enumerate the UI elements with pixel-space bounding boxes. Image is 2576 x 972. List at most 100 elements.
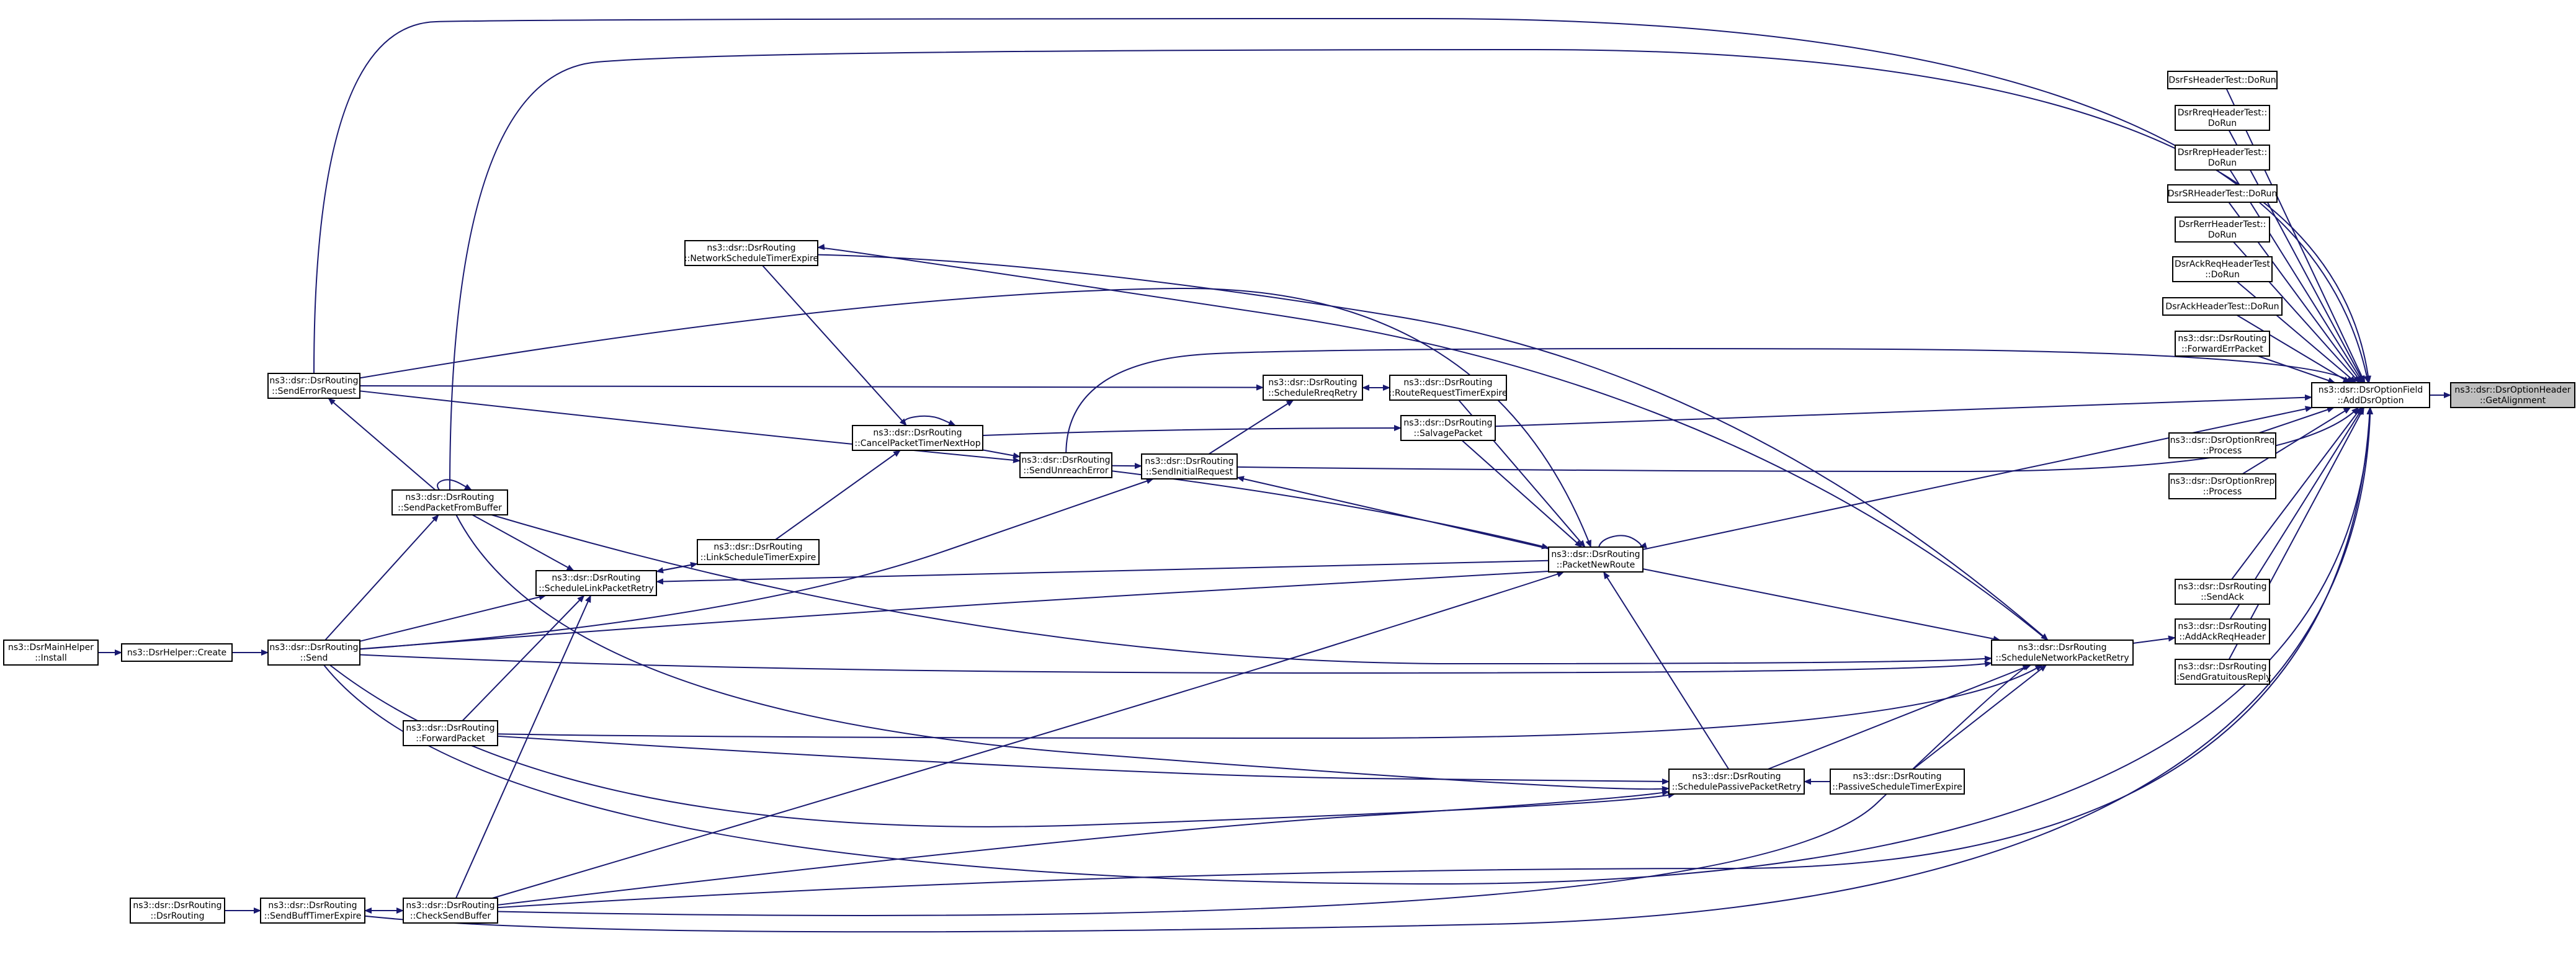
node-label-line: ns3::dsr::DsrRouting [707, 243, 795, 253]
edge-pktnewroute-to-schednet [1642, 568, 2001, 642]
edge-schednet-to-netsched [817, 244, 2048, 641]
node-addoption[interactable]: ns3::dsr::DsrOptionField::AddDsrOption [2311, 382, 2430, 408]
edge-sendgrat-to-addoption [2228, 407, 2365, 660]
node-box [1389, 375, 1507, 401]
node-ackreq_test[interactable]: DsrAckReqHeaderTest::DoRun [2172, 256, 2273, 282]
node-label-line: ::SendBuffTimerExpire [264, 911, 362, 921]
node-label-line: ::SalvagePacket [1414, 429, 1483, 439]
edge-netsched-to-cancelpkt [762, 265, 907, 426]
node-label-line: ns3::dsr::DsrRouting [2018, 643, 2106, 653]
node-rreq_proc[interactable]: ns3::dsr::DsrOptionRreq::Process [2168, 432, 2276, 458]
node-label-line: ns3::dsr::DsrRouting [1021, 455, 1110, 465]
edge-schedpassive-to-schednet [1768, 664, 2032, 770]
node-checkbuf[interactable]: ns3::dsr::DsrRouting::CheckSendBuffer [403, 898, 498, 924]
edge-sendfrombuf-to-schedpassive [455, 514, 1670, 793]
node-box [2175, 105, 2270, 131]
edge-linktimer-to-cancelpkt [775, 450, 901, 540]
node-schedpassive[interactable]: ns3::dsr::DsrRouting::SchedulePassivePac… [1668, 769, 1805, 795]
node-rreqtimer[interactable]: ns3::dsr::DsrRouting::RouteRequestTimerE… [1389, 375, 1508, 401]
node-box [2175, 579, 2270, 605]
node-cancelpkt[interactable]: ns3::dsr::DsrRouting::CancelPacketTimerN… [852, 425, 983, 451]
node-senderr[interactable]: ns3::dsr::DsrRouting::SendErrorRequest [267, 373, 360, 399]
node-box [1991, 640, 2134, 666]
node-box [1400, 415, 1496, 441]
node-box [260, 898, 365, 924]
node-box [2175, 331, 2270, 357]
edge-sendfrombuf-to-senderr [328, 398, 436, 491]
node-label-line: ::Process [2203, 487, 2242, 497]
node-getalignment[interactable]: ns3::dsr::DsrOptionHeader::GetAlignment [2450, 382, 2575, 408]
node-box [1141, 453, 1238, 479]
edge-salvage-to-pktnewroute [1461, 440, 1583, 548]
node-linktimer[interactable]: ns3::dsr::DsrRouting::LinkScheduleTimerE… [697, 539, 820, 565]
node-label-line: ns3::dsr::DsrRouting [2178, 334, 2266, 344]
node-sendinit[interactable]: ns3::dsr::DsrRouting::SendInitialRequest [1141, 453, 1238, 479]
node-box [403, 720, 498, 746]
node-box [1668, 769, 1805, 795]
node-sendfrombuf[interactable]: ns3::dsr::DsrRouting::SendPacketFromBuff… [391, 489, 508, 515]
node-schedrreq[interactable]: ns3::dsr::DsrRouting::ScheduleRreqRetry [1263, 375, 1363, 401]
node-box [2168, 432, 2276, 458]
edge-fwdpkt-to-schednet [497, 664, 2043, 739]
node-label-line: ns3::dsr::DsrRouting [1551, 550, 1640, 560]
node-helpercreate[interactable]: ns3::DsrHelper::Create [121, 643, 233, 662]
edge-senderr-to-addoption [313, 17, 2370, 383]
node-fwdpkt[interactable]: ns3::dsr::DsrRouting::ForwardPacket [403, 720, 498, 746]
node-label-line: ::SendErrorRequest [272, 386, 356, 396]
node-mainhelper[interactable]: ns3::DsrMainHelper::Install [3, 640, 99, 666]
node-addackreq[interactable]: ns3::dsr::DsrRouting::AddAckReqHeader [2175, 618, 2270, 644]
node-label-line: ::Send [300, 653, 328, 663]
node-label-line: ::RouteRequestTimerExpire [1389, 388, 1508, 398]
node-label-line: ::ForwardErrPacket [2181, 344, 2263, 354]
node-label-line: ns3::dsr::DsrOptionHeader [2454, 385, 2570, 395]
node-label-line: ns3::dsr::DsrRouting [2178, 662, 2266, 672]
node-box [391, 489, 508, 515]
node-label-line: ns3::dsr::DsrRouting [268, 901, 357, 911]
edge-senderr-to-schedrreq [359, 384, 1264, 391]
node-label-line: ns3::dsr::DsrRouting [406, 723, 494, 733]
node-salvage[interactable]: ns3::dsr::DsrRouting::SalvagePacket [1400, 415, 1496, 441]
node-label-line: ns3::dsr::DsrRouting [133, 901, 221, 911]
node-sendunreach[interactable]: ns3::dsr::DsrRouting::SendUnreachError [1019, 452, 1112, 478]
node-label-line: ns3::dsr::DsrRouting [552, 573, 640, 583]
node-label-line: ns3::dsr::DsrRouting [873, 428, 962, 438]
node-rrep_proc[interactable]: ns3::dsr::DsrOptionRrep::Process [2168, 473, 2276, 499]
node-buftimer[interactable]: ns3::dsr::DsrRouting::SendBuffTimerExpir… [260, 898, 365, 924]
node-schedlink[interactable]: ns3::dsr::DsrRouting::ScheduleLinkPacket… [535, 570, 657, 596]
node-label-line: ::PassiveScheduleTimerExpire [1832, 782, 1962, 792]
node-fs_test[interactable]: DsrFsHeaderTest::DoRun [2167, 71, 2278, 89]
node-passivetimer[interactable]: ns3::dsr::DsrRouting::PassiveScheduleTim… [1830, 769, 1965, 795]
edge-send-to-pktnewroute [359, 566, 1556, 650]
node-label-line: DsrRerrHeaderTest:: [2179, 220, 2266, 230]
node-label-line: ns3::dsr::DsrOptionRrep [2170, 476, 2275, 486]
edge-checkbuf-to-schedlink [455, 595, 592, 899]
node-sr_test[interactable]: DsrSRHeaderTest::DoRun [2167, 184, 2278, 203]
node-sendack[interactable]: ns3::dsr::DsrRouting::SendAck [2175, 579, 2270, 605]
node-label-line: ::ScheduleLinkPacketRetry [539, 584, 653, 594]
edges-layer [98, 17, 2451, 933]
edge-send-to-sendinit [359, 478, 1154, 650]
node-ack_test[interactable]: DsrAckHeaderTest::DoRun [2162, 297, 2283, 316]
node-box [2311, 382, 2430, 408]
node-send[interactable]: ns3::dsr::DsrRouting::Send [267, 640, 360, 666]
node-sendgrat[interactable]: ns3::dsr::DsrRouting::SendGratuitousRepl… [2173, 659, 2271, 685]
node-label-line: DsrRreqHeaderTest:: [2178, 108, 2267, 118]
node-label-line: ::NetworkScheduleTimerExpire [684, 254, 818, 264]
node-label-line: ::AddAckReqHeader [2179, 632, 2265, 642]
node-schednet[interactable]: ns3::dsr::DsrRouting::ScheduleNetworkPac… [1991, 640, 2134, 666]
edge-cancelpkt-to-salvage [982, 425, 1402, 437]
node-label-line: ns3::dsr::DsrOptionRreq [2170, 435, 2275, 445]
node-box [535, 570, 657, 596]
edge-rreq_proc-to-addoption [2258, 406, 2335, 434]
node-rreq_test[interactable]: DsrRreqHeaderTest::DoRun [2175, 105, 2270, 131]
node-label-line: ns3::dsr::DsrRouting [2178, 622, 2266, 631]
edge-fwderr-to-addoption [2258, 355, 2336, 384]
node-netsched[interactable]: ns3::dsr::DsrRouting::NetworkScheduleTim… [684, 240, 818, 266]
node-rrep_test[interactable]: DsrRrepHeaderTest::DoRun [2175, 145, 2270, 171]
node-label-line: ns3::dsr::DsrRouting [405, 493, 494, 502]
node-dsrrouting[interactable]: ns3::dsr::DsrRouting::DsrRouting [130, 898, 225, 924]
node-fwderr[interactable]: ns3::dsr::DsrRouting::ForwardErrPacket [2175, 331, 2270, 357]
node-label-line: DsrAckReqHeaderTest [2175, 259, 2271, 269]
node-rerr_test[interactable]: DsrRerrHeaderTest::DoRun [2175, 216, 2270, 243]
node-pktnewroute[interactable]: ns3::dsr::DsrRouting::PacketNewRoute [1548, 546, 1644, 573]
